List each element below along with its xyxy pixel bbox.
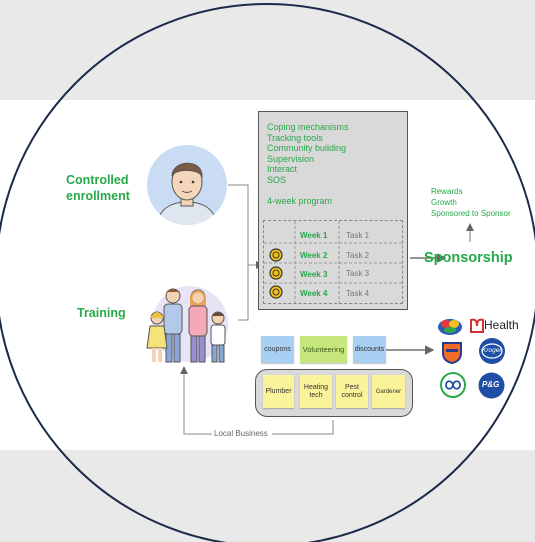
sponsored-to-sponsor-label: Sponsored to Sponsor: [431, 209, 511, 218]
heating-line-1: Heating: [303, 383, 329, 391]
enrollment-line-1: Controlled: [66, 173, 129, 187]
task-1-label: Task 1: [346, 231, 370, 240]
outer-circle: [0, 3, 535, 542]
infinity-logo-icon: [440, 372, 466, 398]
training-label: Training: [77, 306, 126, 320]
person-avatar-icon: [147, 145, 227, 225]
pest-control-sticky: Pest control: [336, 375, 368, 408]
kroger-logo-icon: [479, 338, 505, 364]
week-3-label: Week 3: [300, 270, 328, 279]
gardener-sticky: Gardener: [372, 375, 405, 408]
heating-tech-sticky: Heating tech: [300, 375, 332, 408]
volunteering-sticky: Volunteering: [300, 336, 347, 363]
health-logo-text: Health: [484, 318, 519, 332]
feature-tracking: Tracking tools: [267, 132, 323, 143]
pest-line-1: Pest: [344, 383, 359, 391]
coin-icon: [269, 248, 283, 262]
program-feature-list: Coping mechanisms Tracking tools Communi…: [267, 122, 349, 186]
health-logo-icon: [470, 318, 484, 333]
feature-sos: SOS: [267, 174, 287, 185]
feature-interact: Interact: [267, 164, 298, 175]
pg-logo-icon: [478, 372, 505, 399]
plumber-sticky: Plumber: [263, 375, 294, 408]
rewards-label: Rewards: [431, 187, 463, 196]
task-4-label: Task 4: [346, 289, 370, 298]
sponsor-logo-colorful-icon: [438, 319, 462, 335]
outcome-list: Rewards Growth Sponsored to Sponsor: [431, 186, 511, 219]
sports-shield-logo-icon: [442, 342, 462, 364]
feature-coping: Coping mechanisms: [267, 122, 349, 132]
family-group-icon: [146, 286, 228, 363]
controlled-enrollment-label: Controlled enrollment: [66, 172, 130, 204]
coupons-sticky: coupons: [261, 336, 294, 363]
program-panel: [258, 111, 408, 310]
week-1-label: Week 1: [300, 231, 328, 240]
task-2-label: Task 2: [346, 251, 370, 260]
program-duration-label: 4-week program: [267, 196, 333, 206]
task-3-label: Task 3: [346, 269, 370, 278]
week-2-label: Week 2: [300, 251, 328, 260]
feature-community: Community building: [267, 143, 347, 154]
enrollment-line-2: enrollment: [66, 189, 130, 203]
kroger-logo-text: Kroger: [482, 347, 502, 354]
feature-supervision: Supervision: [267, 153, 315, 164]
local-business-label: Local Business: [214, 429, 268, 438]
discounts-sticky: discounts: [353, 336, 386, 363]
growth-label: Growth: [431, 198, 457, 207]
pest-line-2: control: [341, 391, 363, 399]
week-grid: [263, 220, 404, 305]
week-4-label: Week 4: [300, 289, 328, 298]
coin-icon: [269, 266, 283, 280]
week-grid-lines: [264, 221, 404, 305]
coin-icon: [269, 285, 283, 299]
sponsorship-label: Sponsorship: [424, 250, 513, 266]
heating-line-2: tech: [309, 391, 323, 399]
pg-logo-text: P&G: [482, 380, 500, 389]
